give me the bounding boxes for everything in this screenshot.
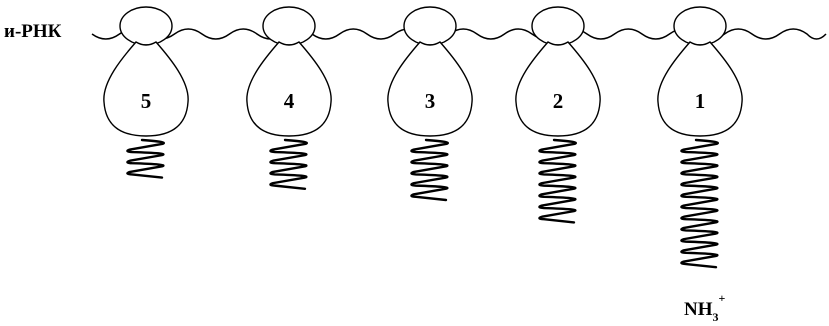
ribosome-large-subunit — [515, 41, 601, 137]
ribosome-number: 1 — [695, 89, 706, 113]
ribosome-number: 4 — [284, 89, 295, 113]
terminus-main: NH — [684, 299, 713, 320]
ribosome-1: 1 — [657, 6, 743, 269]
ribosome-5: 5 — [103, 6, 189, 179]
ribosome-small-subunit — [673, 6, 727, 46]
ribosome-number: 3 — [425, 89, 436, 113]
ribosome-number: 2 — [553, 89, 564, 113]
ribosome-large-subunit — [246, 41, 332, 137]
ribosome-small-subunit — [403, 6, 457, 46]
ribosome-small-subunit — [119, 6, 173, 46]
terminus-superscript: + — [719, 291, 726, 305]
ribosome-3: 3 — [387, 6, 473, 202]
mrna-label: и-РНК — [4, 21, 62, 42]
ribosome-group: 5 4 3 2 1 — [103, 6, 743, 269]
terminus-subscript: 3 — [713, 310, 719, 324]
polypeptide-chain — [269, 138, 308, 190]
ribosome-small-subunit — [262, 6, 316, 46]
ribosome-large-subunit — [657, 41, 743, 137]
ribosome-large-subunit — [103, 41, 189, 137]
polypeptide-chain — [680, 138, 719, 269]
polypeptide-chain — [410, 138, 449, 202]
ribosome-number: 5 — [141, 89, 152, 113]
ribosome-2: 2 — [515, 6, 601, 224]
ribosome-4: 4 — [246, 6, 332, 190]
polypeptide-chain — [538, 138, 577, 224]
nh3-terminus-label: NH3+ — [684, 291, 726, 324]
polypeptide-chain — [126, 138, 165, 179]
ribosome-small-subunit — [531, 6, 585, 46]
ribosome-large-subunit — [387, 41, 473, 137]
